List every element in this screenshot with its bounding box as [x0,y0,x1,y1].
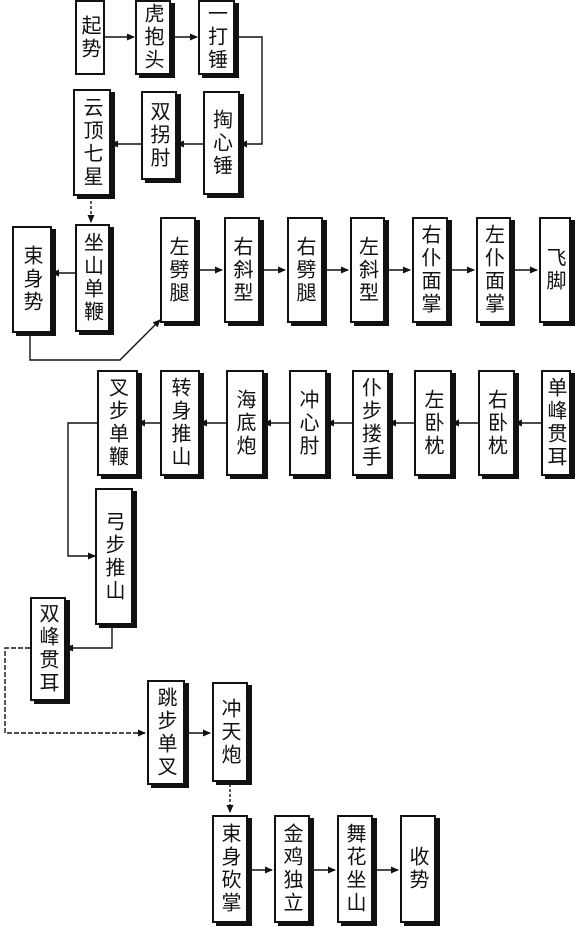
node-shushenkanzhang: 束身砍掌 [212,815,248,923]
node-label: 右卧枕 [484,388,509,458]
node-label: 坐山单鞭 [80,232,105,324]
node-label: 左劈腿 [166,235,190,305]
node-label: 左卧枕 [421,388,445,458]
node-pubuloushou: 仆步搂手 [352,370,389,476]
node-zuoxiexing: 左斜型 [350,217,385,323]
node-label: 右仆面掌 [418,224,442,316]
node-chabudanbian: 叉步单鞭 [97,370,138,476]
node-label: 束身势 [20,245,44,314]
node-danfengguaner: 单峰贯耳 [541,370,571,476]
node-youxiexing: 右斜型 [224,217,260,323]
node-yundingqixing: 云顶七星 [73,89,111,196]
node-shushenshi: 束身势 [12,226,52,333]
node-label: 冲心肘 [296,388,320,458]
node-label: 舞花坐山 [343,823,367,915]
node-label: 右斜型 [230,235,254,305]
node-shuangguaizhou: 双拐肘 [141,91,177,180]
arrow-shushenshi-to-zuopitui [29,319,161,361]
node-label: 起势 [78,14,102,61]
node-youpitui: 右劈腿 [287,217,323,323]
node-label: 一打锤 [204,3,229,72]
node-yidachui: 一打锤 [198,0,235,75]
node-wuhuazuoshan: 舞花坐山 [337,815,373,923]
node-label: 收势 [406,846,430,892]
node-label: 跳步单叉 [154,686,178,779]
node-label: 云顶七星 [80,96,104,189]
node-jinjiduli: 金鸡独立 [274,815,310,923]
node-zuowozhen: 左卧枕 [414,370,452,476]
node-zhuanshentuishan: 转身推山 [160,370,200,476]
node-label: 掏心锤 [209,108,234,178]
arrow-chabudanbian-to-gongbutuishan [67,422,97,560]
node-label: 束身砍掌 [218,823,242,915]
node-label: 转身推山 [168,377,192,469]
arrow-shuangfengguaner-to-tiaobudancha [4,647,146,737]
node-zuoshandanbian: 坐山单鞭 [75,224,110,332]
node-qishi: 起势 [75,0,105,75]
node-label: 虎抱头 [141,3,165,72]
node-label: 仆步搂手 [358,377,383,469]
node-label: 右劈腿 [293,235,317,305]
node-label: 左斜型 [355,235,380,305]
node-hubaotou: 虎抱头 [135,0,171,75]
node-youpumianzhang: 右仆面掌 [412,217,448,323]
node-gongbutuishan: 弓步推山 [95,488,133,625]
node-label: 双峰贯耳 [36,603,60,695]
node-label: 双拐肘 [147,101,171,170]
node-zuopumianzhang: 左仆面掌 [476,217,511,323]
node-label: 叉步单鞭 [105,377,130,469]
node-zuopitui: 左劈腿 [160,217,196,323]
node-haidipao: 海底炮 [226,370,264,476]
node-tiaobudancha: 跳步单叉 [147,680,185,785]
node-youwozhen: 右卧枕 [478,370,515,476]
node-label: 左仆面掌 [481,224,506,316]
node-label: 金鸡独立 [280,823,304,915]
node-chongxinzhou: 冲心肘 [289,370,327,476]
node-chongtianpao: 冲天炮 [212,682,248,782]
node-shoushi: 收势 [400,815,436,923]
node-label: 弓步推山 [102,510,126,603]
node-label: 冲天炮 [218,697,242,767]
node-label: 飞脚 [543,247,567,293]
node-feijiao: 飞脚 [539,217,571,323]
node-taoxinchui: 掏心锤 [203,91,240,195]
arrow-gongbutuishan-to-shuangfengguaner [65,627,113,652]
node-label: 海底炮 [233,388,257,458]
arrow-yidachui-to-taoxinchui [235,36,263,148]
node-label: 单峰贯耳 [544,377,568,469]
node-shuangfengguaner: 双峰贯耳 [30,597,66,701]
